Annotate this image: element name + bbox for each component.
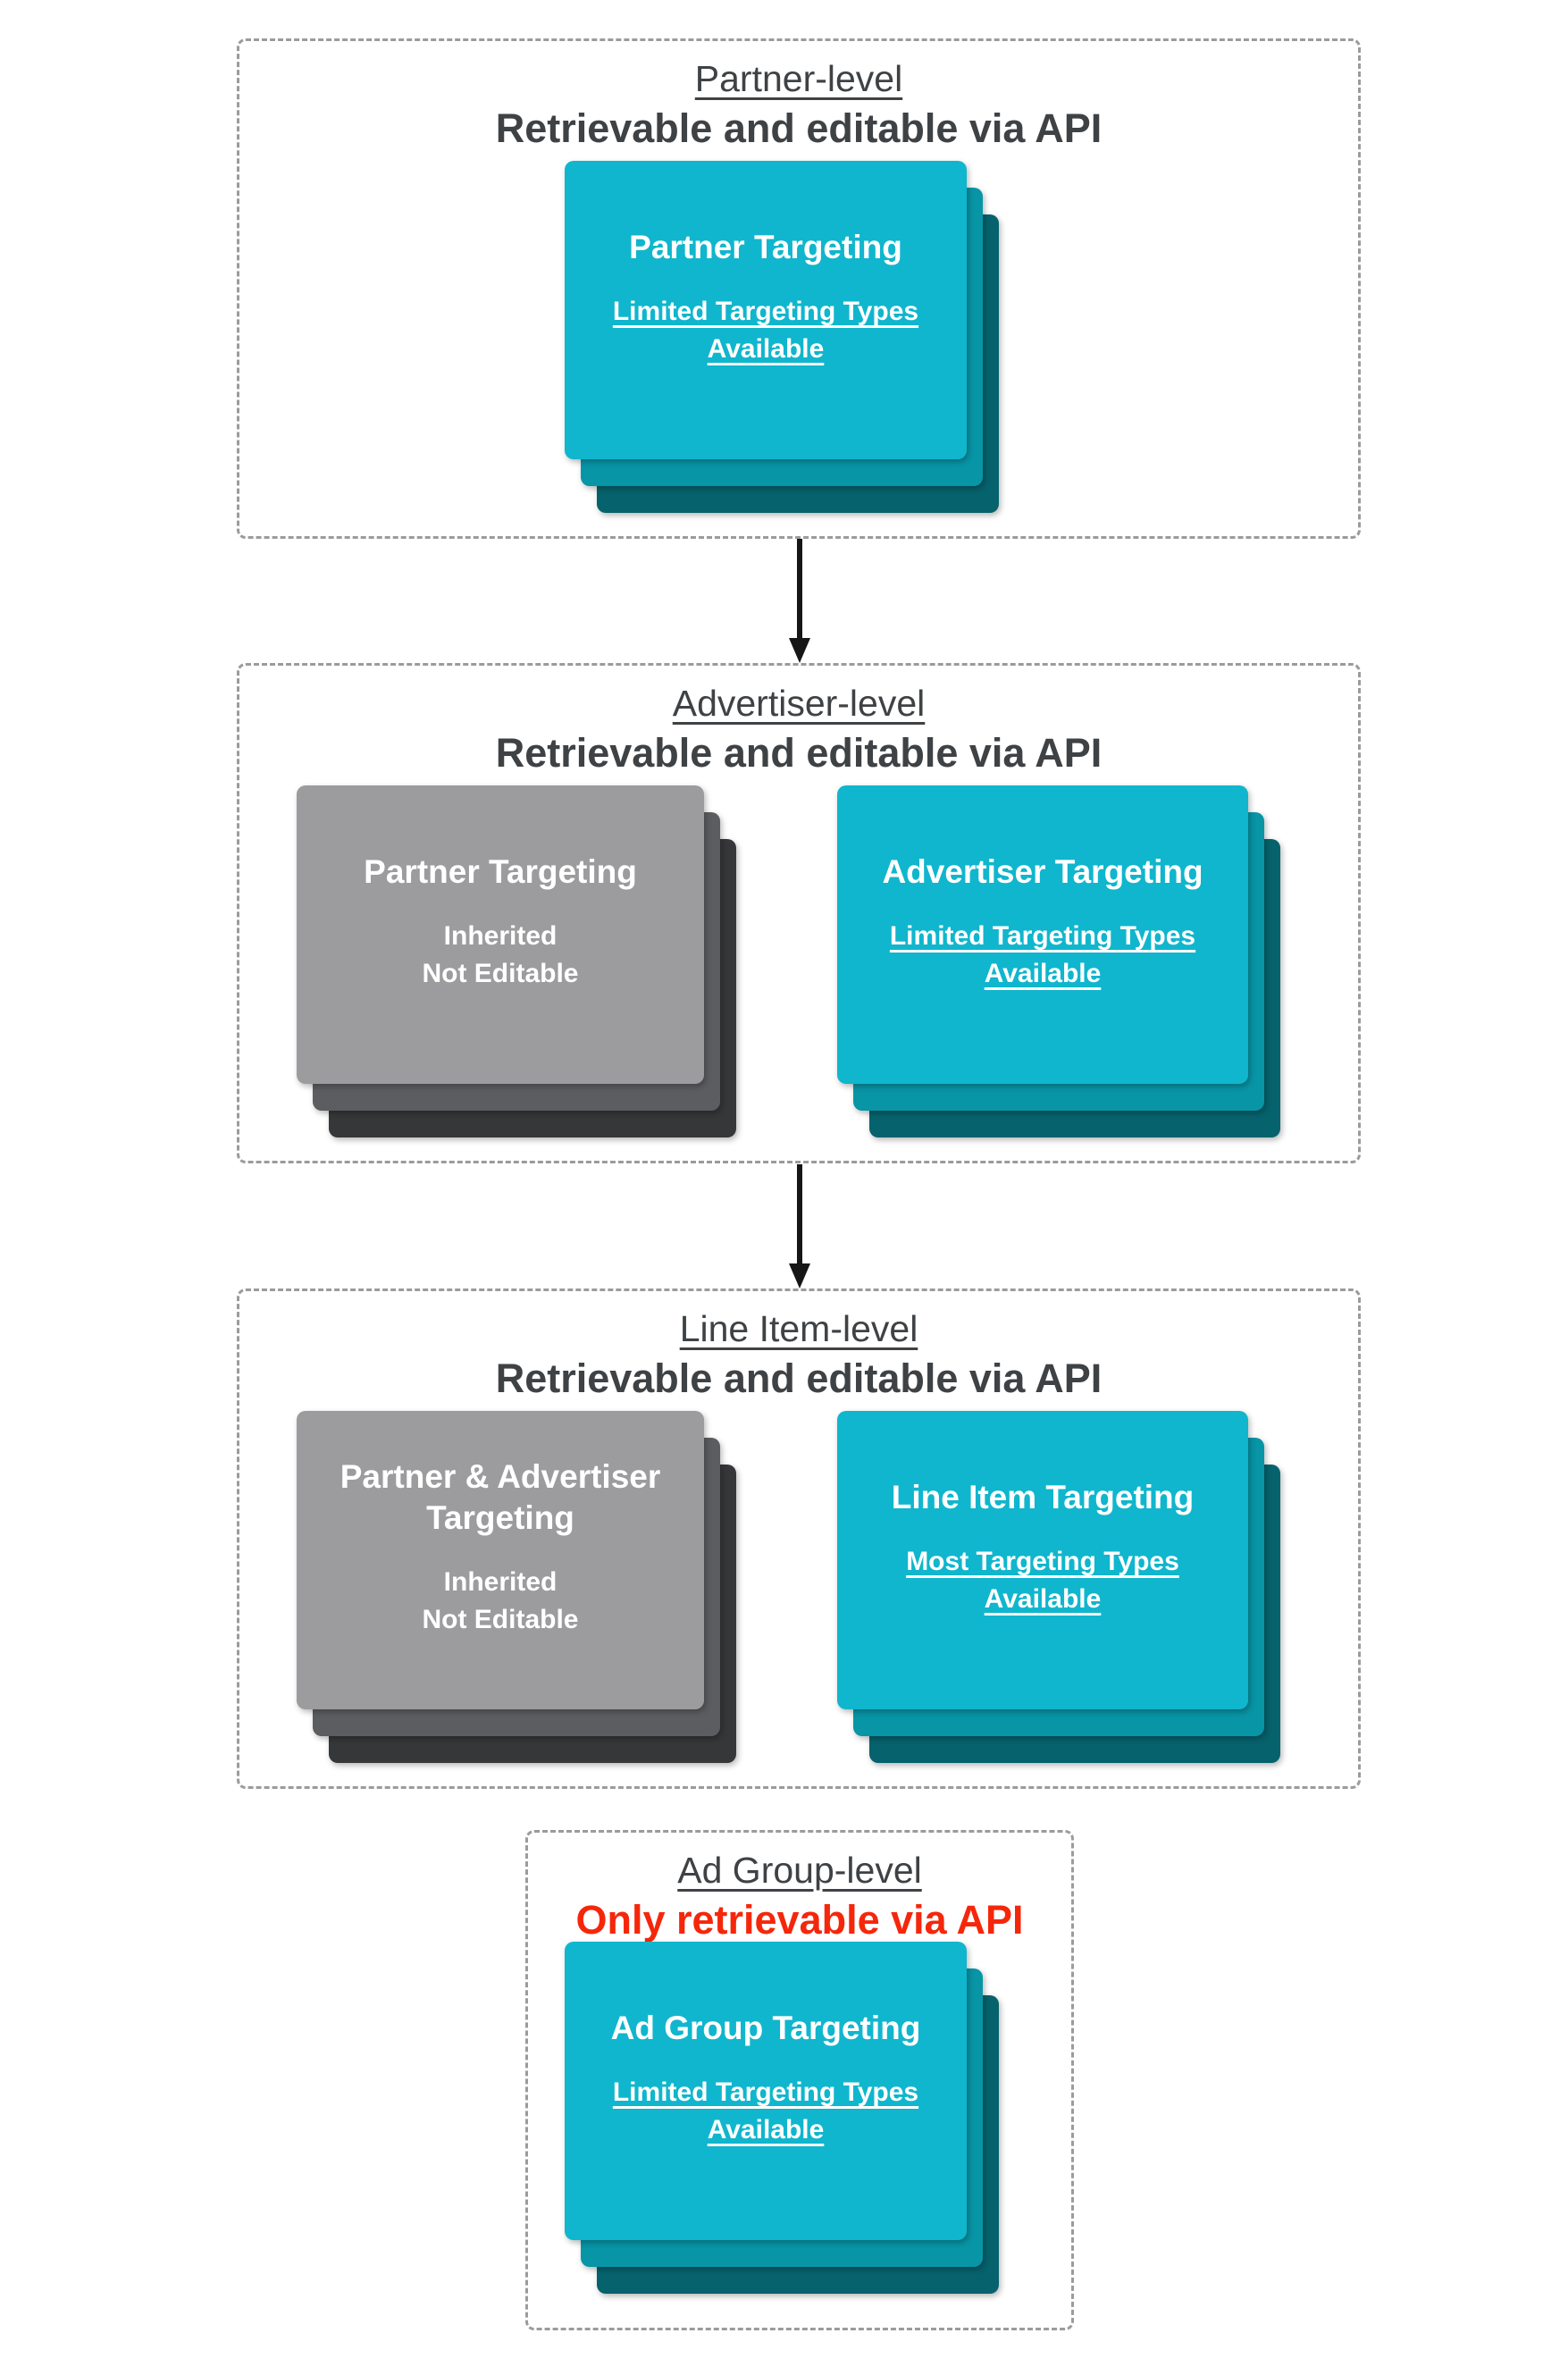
advertiser-targeting-card: Advertiser Targeting Limited Targeting T…: [837, 785, 1280, 1137]
card-subtitle: Inherited Not Editable: [422, 1567, 579, 1634]
advertiser-level-section: Advertiser-level Retrievable and editabl…: [237, 663, 1361, 1163]
partner-targeting-card: Partner Targeting Limited Targeting Type…: [565, 161, 999, 513]
section-header: Ad Group-level Only retrievable via API: [528, 1833, 1071, 1943]
section-header: Advertiser-level Retrievable and editabl…: [239, 666, 1358, 776]
card-content: Ad Group Targeting Limited Targeting Typ…: [595, 2008, 937, 2149]
card-front: Ad Group Targeting Limited Targeting Typ…: [565, 1942, 967, 2240]
arrow-advertiser-to-lineitem-icon: [789, 1164, 810, 1288]
card-content: Partner Targeting Inherited Not Editable: [348, 852, 653, 993]
section-subtitle: Only retrievable via API: [575, 1897, 1024, 1943]
partner-advertiser-targeting-card: Partner & Advertiser Targeting Inherited…: [297, 1411, 736, 1763]
arrow-shaft: [797, 1164, 802, 1265]
section-title: Partner-level: [694, 58, 903, 99]
card-title: Partner & Advertiser Targeting: [340, 1458, 661, 1536]
card-subtitle: Limited Targeting Types Available: [889, 921, 1196, 988]
arrow-head: [789, 1263, 810, 1288]
ad-group-level-section: Ad Group-level Only retrievable via API …: [525, 1830, 1074, 2330]
card-title: Partner Targeting: [364, 853, 637, 890]
line-item-level-section: Line Item-level Retrievable and editable…: [237, 1288, 1361, 1789]
card-subtitle: Most Targeting Types Available: [906, 1547, 1179, 1614]
card-front: Partner & Advertiser Targeting Inherited…: [297, 1411, 704, 1709]
arrow-shaft: [797, 539, 802, 640]
inherited-partner-targeting-card: Partner Targeting Inherited Not Editable: [297, 785, 736, 1137]
partner-level-section: Partner-level Retrievable and editable v…: [237, 38, 1361, 539]
card-front: Partner Targeting Limited Targeting Type…: [565, 161, 967, 459]
card-content: Partner Targeting Limited Targeting Type…: [597, 227, 935, 368]
arrow-head: [789, 638, 810, 663]
line-item-targeting-card: Line Item Targeting Most Targeting Types…: [837, 1411, 1280, 1763]
card-subtitle: Limited Targeting Types Available: [612, 297, 919, 364]
card-front: Advertiser Targeting Limited Targeting T…: [837, 785, 1248, 1084]
section-header: Partner-level Retrievable and editable v…: [239, 41, 1358, 152]
card-subtitle: Limited Targeting Types Available: [612, 2077, 919, 2145]
card-front: Line Item Targeting Most Targeting Types…: [837, 1411, 1248, 1709]
section-subtitle: Retrievable and editable via API: [495, 730, 1103, 776]
card-content: Advertiser Targeting Limited Targeting T…: [866, 852, 1219, 993]
section-title: Advertiser-level: [672, 683, 926, 724]
arrow-partner-to-advertiser-icon: [789, 539, 810, 663]
card-title: Partner Targeting: [629, 229, 902, 265]
section-subtitle: Retrievable and editable via API: [495, 1356, 1103, 1402]
card-title: Line Item Targeting: [891, 1479, 1195, 1515]
card-content: Partner & Advertiser Targeting Inherited…: [324, 1456, 677, 1639]
card-subtitle: Inherited Not Editable: [422, 921, 579, 988]
ad-group-targeting-card: Ad Group Targeting Limited Targeting Typ…: [565, 1942, 999, 2294]
section-header: Line Item-level Retrievable and editable…: [239, 1291, 1358, 1402]
card-content: Line Item Targeting Most Targeting Types…: [876, 1477, 1211, 1618]
section-title: Ad Group-level: [677, 1850, 922, 1891]
card-front: Partner Targeting Inherited Not Editable: [297, 785, 704, 1084]
card-title: Advertiser Targeting: [882, 853, 1203, 890]
card-title: Ad Group Targeting: [610, 2010, 921, 2046]
section-title: Line Item-level: [679, 1308, 918, 1349]
section-subtitle: Retrievable and editable via API: [495, 105, 1103, 152]
